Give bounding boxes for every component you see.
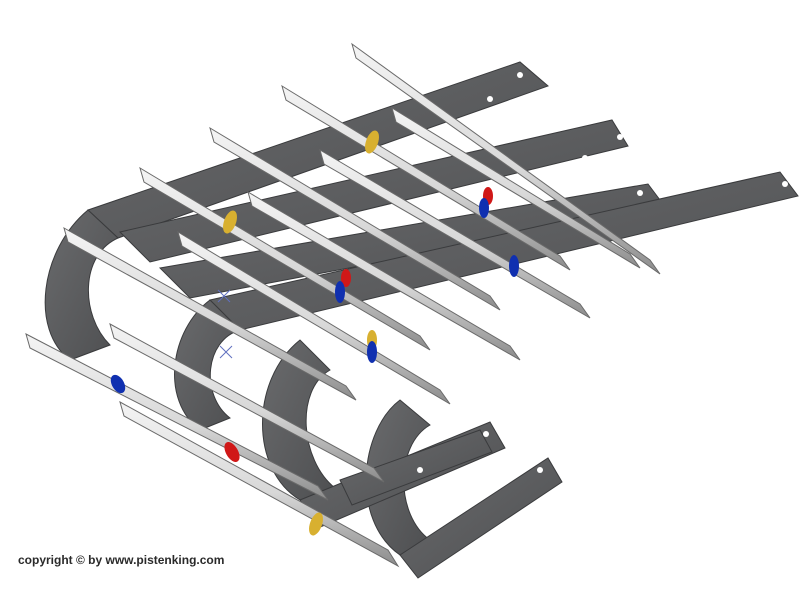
cleat-7 xyxy=(139,166,431,351)
cleats xyxy=(25,42,661,568)
belts xyxy=(44,61,799,579)
cleat-1 xyxy=(351,42,661,275)
cleat-10 xyxy=(109,322,385,483)
marker-red xyxy=(341,269,351,287)
cleat-9 xyxy=(63,226,357,401)
cleat-3 xyxy=(281,84,571,271)
cleat-6 xyxy=(247,190,521,361)
marker-blue xyxy=(335,281,345,303)
cleat-8 xyxy=(177,230,451,405)
cleat-5 xyxy=(209,126,501,311)
belt-return-3 xyxy=(339,429,493,506)
marker-blue xyxy=(367,341,377,363)
marker-gold xyxy=(365,130,379,154)
cleat-11 xyxy=(25,333,329,501)
bolt-holes xyxy=(417,72,788,527)
marker-blue xyxy=(479,198,489,218)
belt-return-2 xyxy=(399,457,563,579)
marker-blue xyxy=(110,374,126,394)
belt-curve-1 xyxy=(44,209,119,361)
cleat-2 xyxy=(391,106,641,269)
marker-red xyxy=(224,442,240,462)
reference-marks xyxy=(217,289,233,359)
markers xyxy=(110,130,519,536)
cleat-4 xyxy=(319,148,591,319)
copyright-text: copyright © by www.pistenking.com xyxy=(18,553,225,567)
marker-gold xyxy=(309,512,323,536)
marker-gold xyxy=(223,210,237,234)
marker-blue xyxy=(509,255,519,277)
cleat-12 xyxy=(119,400,400,568)
